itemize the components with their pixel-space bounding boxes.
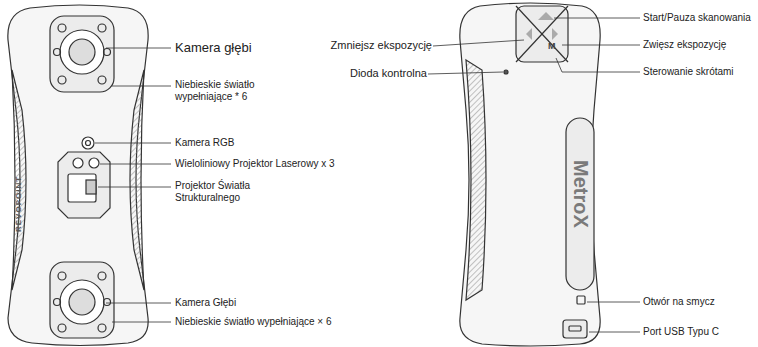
part-label: Kamera głębi <box>175 40 252 56</box>
part-label: Dioda kontrolna <box>350 67 427 80</box>
scanner-back <box>460 3 600 346</box>
part-label: Sterowanie skrótami <box>643 66 734 78</box>
part-label: Niebieskie światło wypełniające × 6 <box>175 316 331 328</box>
button-symbol: M <box>548 41 556 52</box>
part-label: Port USB Typu C <box>643 326 719 338</box>
part-label: Projektor Światła Strukturalnego <box>175 180 285 204</box>
part-label: Wieloliniowy Projektor Laserowy x 3 <box>175 158 335 170</box>
brand-mark: REVOPOINT <box>14 176 24 232</box>
leader-lines <box>95 48 171 322</box>
part-label: Zwięsz ekspozycję <box>643 39 726 51</box>
part-label: Start/Pauza skanowania <box>643 12 751 24</box>
part-label: Niebieskie światło wypełniające * 6 <box>175 79 300 103</box>
scanner-front <box>8 5 148 346</box>
part-label: Otwór na smycz <box>643 296 715 308</box>
part-label: Kamera Głębi <box>175 297 236 309</box>
leader-lines <box>428 18 640 332</box>
product-name: MetroX <box>569 160 593 228</box>
part-label: Zmniejsz ekspozycję <box>331 39 432 52</box>
part-label: Kamera RGB <box>175 137 234 149</box>
